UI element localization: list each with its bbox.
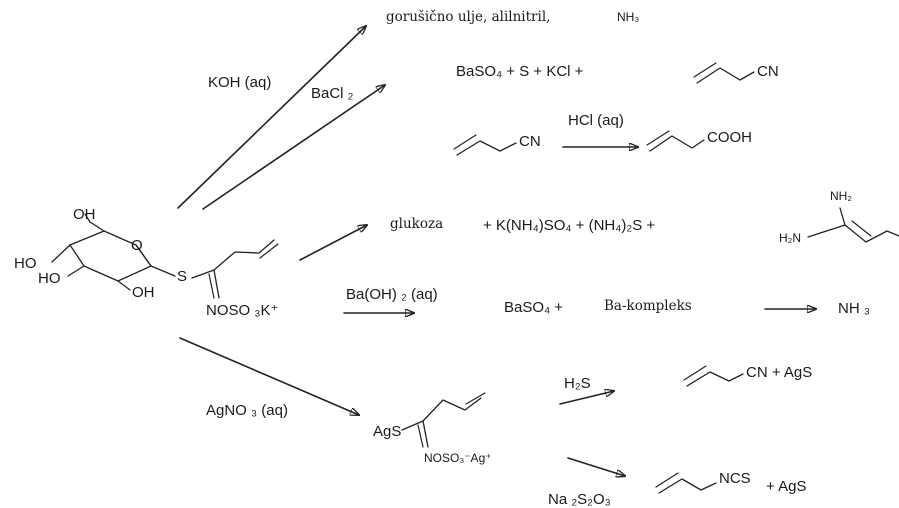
- c2-oh-bond: [117, 280, 131, 291]
- h2s-reagent: H₂S: [564, 375, 591, 392]
- c1-s-bond: [150, 265, 176, 277]
- sinigrin-tail: NOSO ₃K⁺: [206, 302, 279, 319]
- sinigrin-ring-o: O: [131, 237, 143, 254]
- sinigrin-ho-left: HO: [14, 255, 37, 272]
- ch2oh-bond-2: [84, 213, 91, 223]
- allylnitrile-bacl2: [693, 62, 755, 84]
- ncs-group: NCS: [719, 470, 751, 487]
- koh-reagent: KOH (aq): [208, 74, 272, 91]
- sinigrin-oh-bottom: OH: [132, 284, 155, 301]
- c3-oh-bond: [67, 265, 85, 277]
- bacl2-products: BaSO₄ + S + KCl +: [456, 63, 584, 80]
- amidine-h2n: H₂N: [779, 231, 801, 245]
- bacl2-nitrile-cn: CN: [757, 63, 779, 80]
- sinigrin-oh-top: OH: [73, 206, 96, 223]
- allylnitrile-hcl: [453, 134, 517, 156]
- na2s2o3-reagent: Na ₂S₂O₃: [548, 491, 611, 508]
- koh-products: gorušično ulje, alilnitril,: [386, 9, 551, 25]
- s-c-bond: [191, 269, 215, 279]
- sinigrin-s: S: [177, 268, 188, 285]
- arrow-na2s2o3: [567, 457, 625, 476]
- c4-oh-bond: [51, 244, 71, 263]
- ags-label: AgS: [373, 423, 402, 440]
- decomp-inorganic: + K(NH₄)SO₄ + (NH₄)₂S +: [483, 217, 656, 234]
- sinigrin-ho-lower: HO: [38, 270, 61, 287]
- arrow-h2s: [559, 391, 614, 405]
- baoh2-reagent: Ba(OH) ₂ (aq): [346, 286, 438, 303]
- ring-bond-c1-o: [135, 244, 152, 267]
- allylnitrile-h2s: [683, 365, 744, 387]
- amidine-structure: [807, 207, 899, 243]
- vinylacetic-acid: [646, 130, 705, 152]
- decomp-glucose: glukoza: [390, 216, 444, 232]
- arrow-decomp: [299, 225, 367, 261]
- arrow-bacl2: [202, 85, 385, 210]
- arrow-agno3: [179, 337, 359, 415]
- allylisothiocyanate: [655, 472, 717, 494]
- agno3-reagent: AgNO ₃ (aq): [206, 402, 288, 419]
- baoh2-complex: Ba-kompleks: [604, 298, 692, 314]
- h2s-products: CN + AgS: [746, 364, 813, 381]
- arrow-koh: [177, 26, 366, 209]
- bacl2-reagent: BaCl ₂: [311, 85, 354, 102]
- allyl-chain: [213, 239, 275, 271]
- ch2oh-bond: [89, 221, 105, 232]
- hcl-product-cooh: COOH: [707, 129, 752, 146]
- c-n-double-2: [208, 273, 215, 299]
- amidine-nh2: NH₂: [830, 189, 852, 203]
- koh-nh3: NH₃: [617, 10, 640, 24]
- hcl-start-cn: CN: [519, 133, 541, 150]
- baoh2-product1: BaSO₄ +: [504, 299, 564, 316]
- allyl-double: [259, 243, 279, 259]
- baoh2-final-nh3: NH ₃: [838, 300, 870, 317]
- sinigrin-structure: [51, 213, 279, 299]
- ncs-ags: + AgS: [766, 478, 807, 495]
- ags-tail: NOSO₃⁻Ag⁺: [424, 451, 492, 465]
- silver-intermediate: [401, 392, 486, 448]
- hcl-reagent: HCl (aq): [568, 112, 624, 129]
- c-n-double-1: [213, 269, 220, 299]
